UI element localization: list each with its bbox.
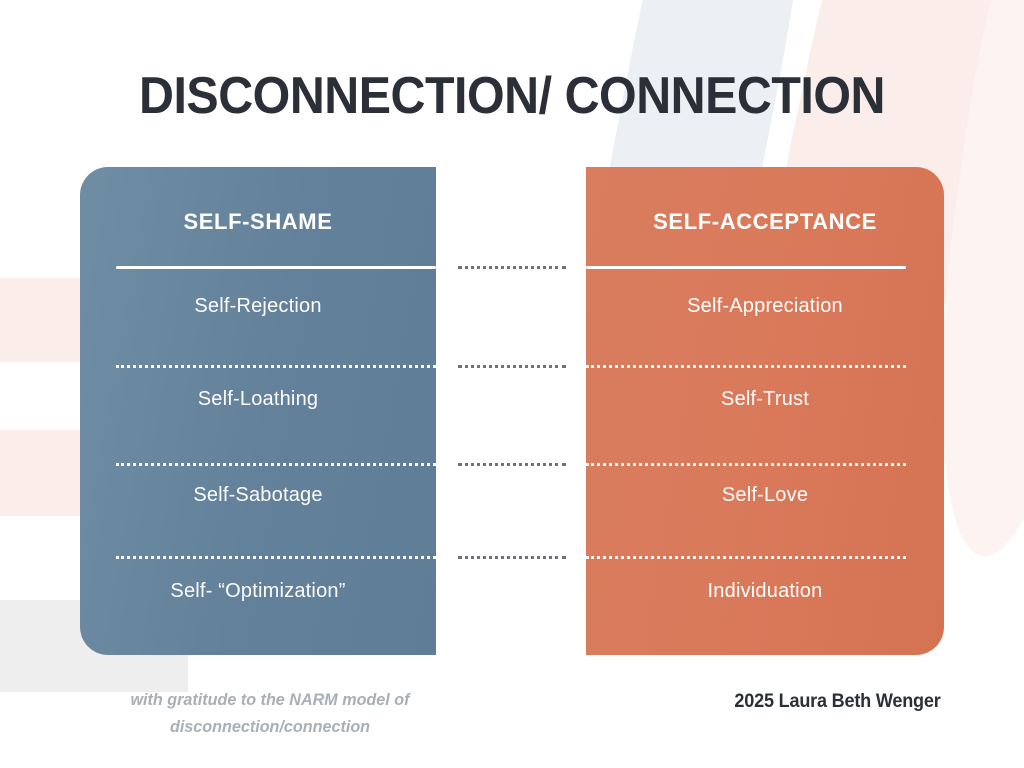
footer-credit-line-1: with gratitude to the NARM model of: [130, 690, 410, 709]
list-item: Self-Sabotage: [193, 484, 323, 506]
heading-divider-left: [116, 266, 436, 269]
footer-credit-line-2: disconnection/connection: [169, 717, 371, 736]
gap-connector-3: [458, 556, 566, 562]
footer-copyright: 2025 Laura Beth Wenger: [734, 691, 941, 712]
panel-heading-self-acceptance: SELF-ACCEPTANCE: [653, 209, 877, 234]
row-divider-left-2: [116, 463, 436, 469]
list-item: Self- “Optimization”: [170, 580, 346, 602]
panel-self-acceptance: SELF-ACCEPTANCE Self-Appreciation Self-T…: [586, 167, 944, 655]
panel-self-shame: SELF-SHAME Self-Rejection Self-Loathing …: [80, 167, 436, 655]
gap-connector-0: [458, 266, 566, 272]
row-divider-left-1: [116, 365, 436, 371]
row-divider-right-1: [586, 365, 906, 371]
page-title: DISCONNECTION/ CONNECTION: [138, 67, 886, 125]
row-divider-right-2: [586, 463, 906, 469]
list-item: Self-Trust: [721, 388, 809, 410]
list-item: Self-Loathing: [197, 388, 319, 410]
panel-heading-self-shame: SELF-SHAME: [183, 209, 333, 234]
list-item: Self-Love: [721, 484, 809, 506]
row-divider-left-3: [116, 556, 436, 562]
list-item: Individuation: [707, 580, 823, 602]
panel-gap: [436, 167, 586, 655]
list-item: Self-Appreciation: [687, 295, 843, 317]
heading-divider-right: [586, 266, 906, 269]
list-item: Self-Rejection: [194, 295, 322, 317]
comparison-diagram: SELF-SHAME Self-Rejection Self-Loathing …: [80, 167, 944, 655]
gap-connector-1: [458, 365, 566, 371]
footer-credit: with gratitude to the NARM model of disc…: [71, 686, 470, 740]
row-divider-right-3: [586, 556, 906, 562]
gap-connector-2: [458, 463, 566, 469]
